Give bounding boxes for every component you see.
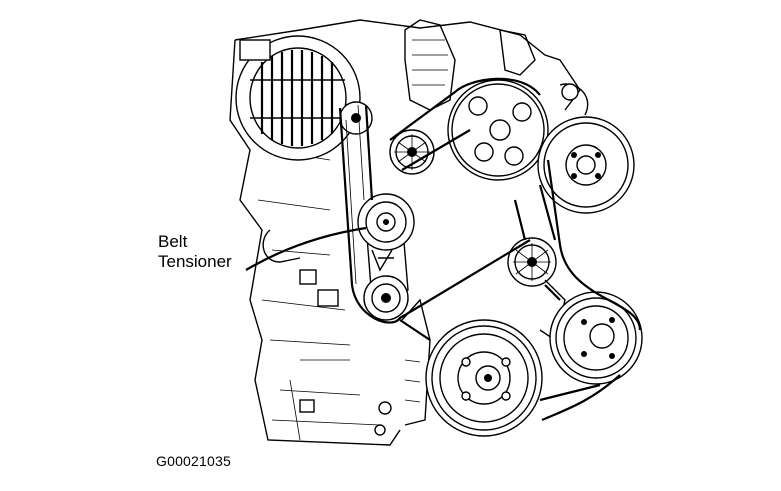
- idler-pulley-upper: [389, 129, 435, 175]
- callout-leader: [245, 226, 367, 271]
- callout-line-1: Belt: [158, 232, 188, 251]
- belt-tensioner-callout: Belt Tensioner: [158, 232, 232, 272]
- ac-compressor-pulley: [537, 83, 635, 214]
- generator: [235, 35, 373, 161]
- callout-line-2: Tensioner: [158, 252, 232, 271]
- crankshaft-pulley: [425, 319, 543, 437]
- drive-belt: [338, 77, 642, 422]
- power-steering-pulley: [447, 79, 549, 181]
- engine-block: [229, 19, 581, 446]
- water-pump-pulley: [549, 291, 643, 385]
- belt-tensioner: [357, 193, 415, 321]
- figure-code: G00021035: [156, 453, 231, 469]
